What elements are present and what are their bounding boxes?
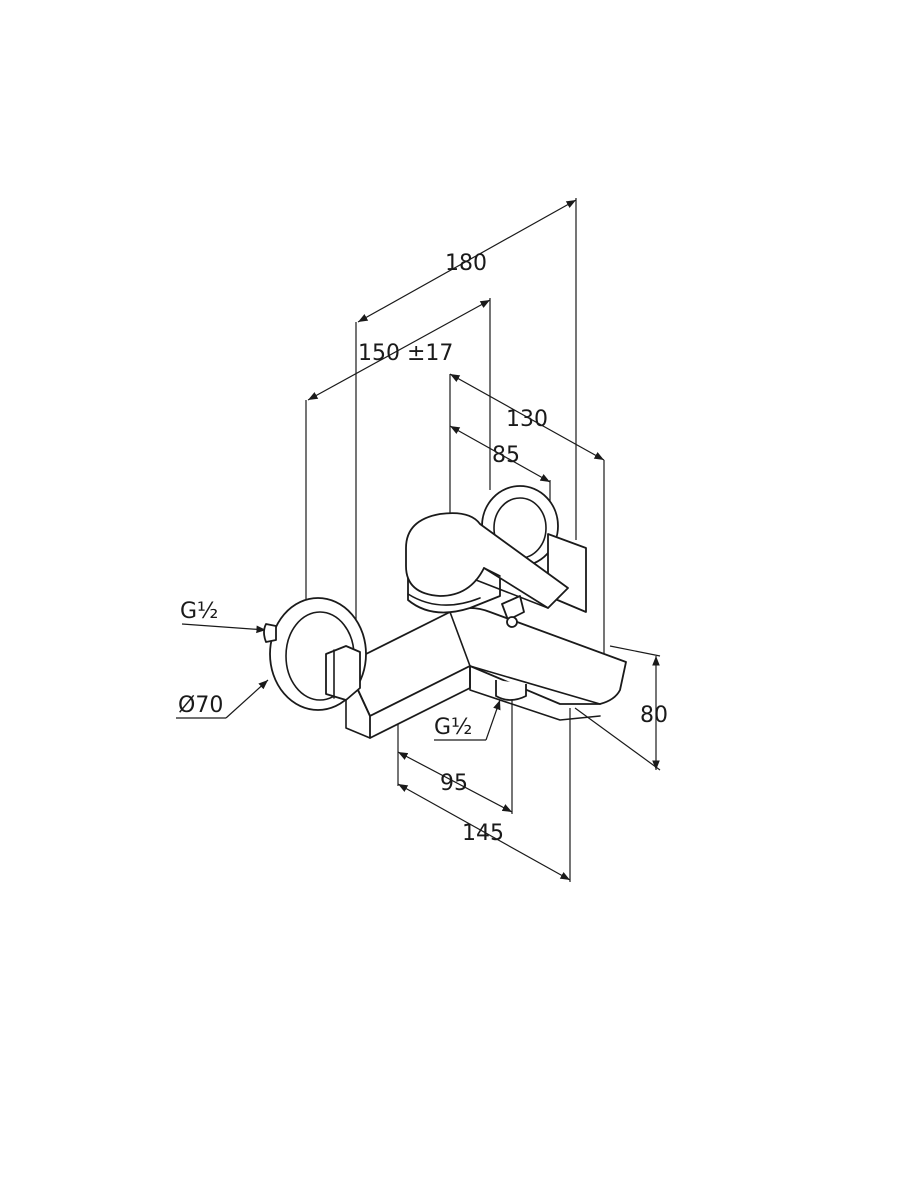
- dim-80: 80: [574, 645, 668, 771]
- label-80: 80: [640, 703, 668, 728]
- label-180: 180: [445, 251, 487, 276]
- label-150: 150 ±17: [358, 341, 453, 366]
- dim-150: 150 ±17: [305, 298, 491, 602]
- label-g-left: G½: [180, 599, 218, 624]
- left-nut: [325, 645, 361, 701]
- callout-g-bottom: G½: [434, 699, 501, 741]
- label-145: 145: [462, 821, 504, 846]
- label-dia: Ø70: [178, 693, 223, 718]
- callout-g-left: G½: [180, 599, 267, 634]
- label-130: 130: [506, 407, 548, 432]
- label-85: 85: [492, 443, 520, 468]
- label-g-bottom: G½: [434, 715, 472, 740]
- diverter-knob: [501, 595, 525, 621]
- dim-85: 85: [449, 425, 551, 548]
- dim-145: 145: [397, 708, 571, 882]
- callout-dia: Ø70: [176, 679, 269, 719]
- body-front: [345, 663, 471, 739]
- label-95: 95: [440, 771, 468, 796]
- faucet-body: [263, 485, 627, 739]
